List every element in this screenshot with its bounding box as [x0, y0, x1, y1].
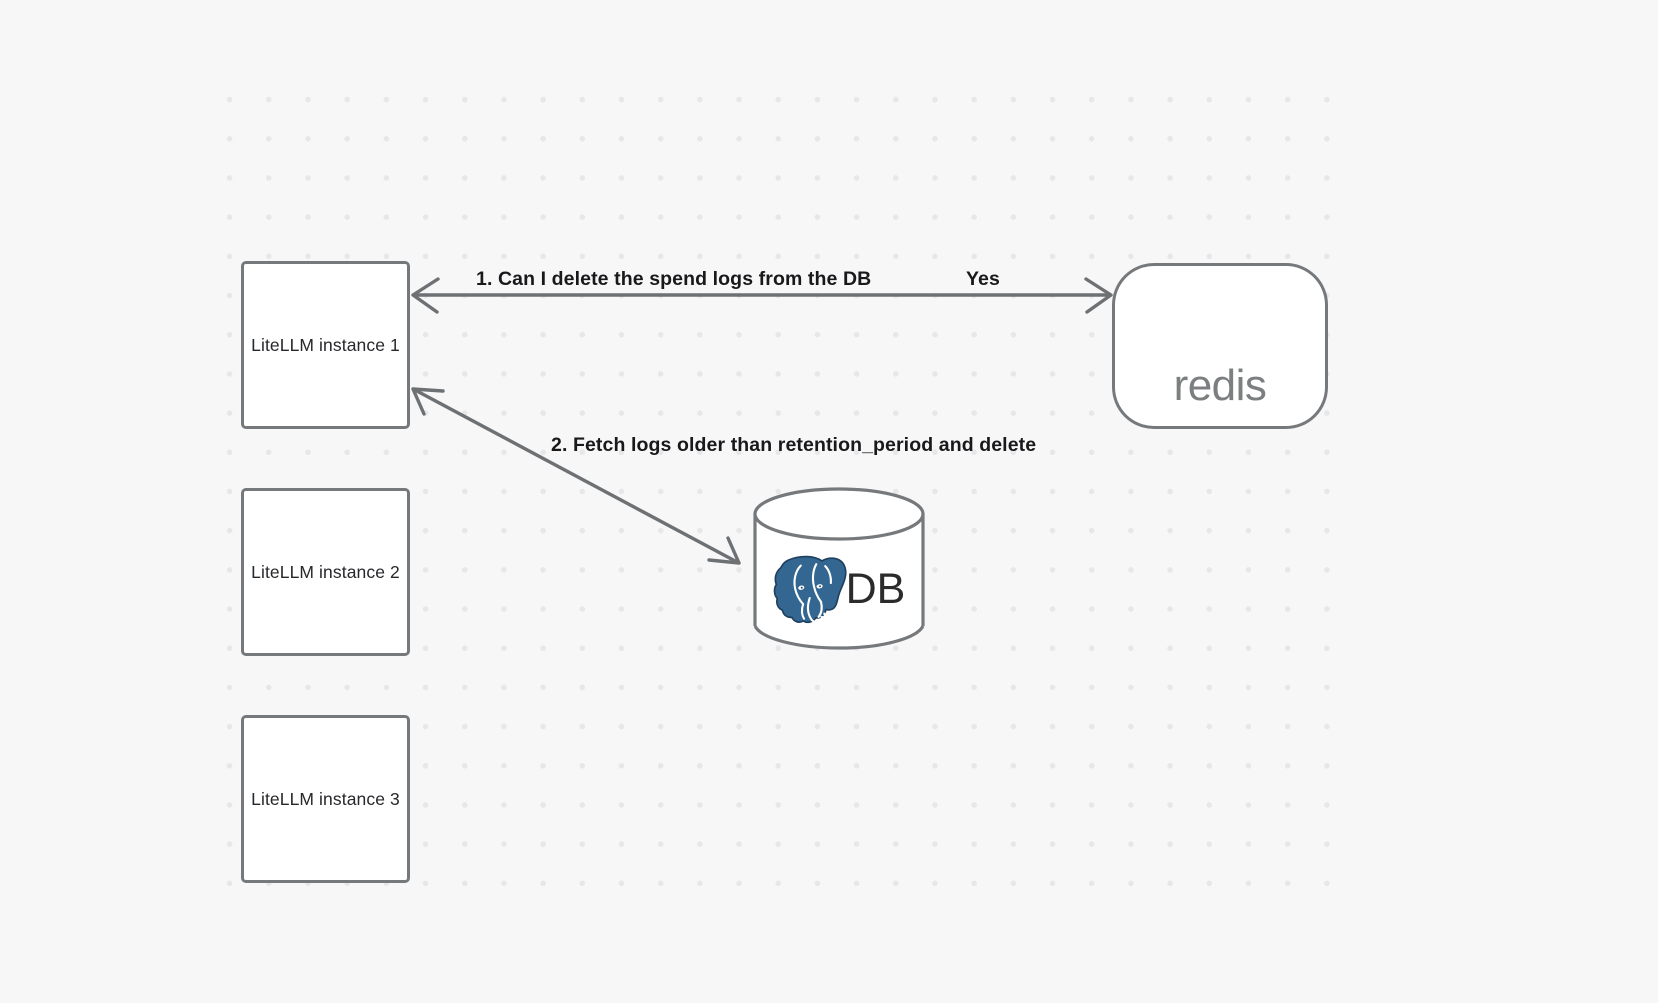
- node-litellm-instance-3[interactable]: LiteLLM instance 3: [241, 715, 410, 883]
- edge-1-arrowhead-right: [1084, 277, 1113, 314]
- node-litellm-instance-3-label: LiteLLM instance 3: [251, 788, 400, 809]
- postgresql-elephant-icon: [765, 550, 853, 630]
- edge-2-arrowhead-right: [707, 536, 741, 565]
- node-litellm-instance-1[interactable]: LiteLLM instance 1: [241, 261, 410, 429]
- edge-2-label: 2. Fetch logs older than retention_perio…: [551, 434, 1037, 456]
- redis-logo-group: redis: [1126, 280, 1314, 412]
- edge-2-arrowhead-left: [411, 387, 445, 416]
- node-litellm-instance-2[interactable]: LiteLLM instance 2: [241, 488, 410, 656]
- database-label-group: DB: [753, 545, 925, 633]
- node-redis[interactable]: [1112, 263, 1328, 429]
- redis-wordmark: redis: [1173, 360, 1267, 410]
- edge-1-reply-label: Yes: [966, 268, 1000, 290]
- edge-litellm1-database: [411, 387, 741, 565]
- database-label: DB: [845, 564, 906, 613]
- edge-1-arrowhead-left: [411, 277, 440, 314]
- node-litellm-instance-1-label: LiteLLM instance 1: [251, 334, 400, 355]
- edge-1-label: 1. Can I delete the spend logs from the …: [476, 268, 872, 290]
- node-litellm-instance-2-label: LiteLLM instance 2: [251, 561, 400, 582]
- edge-litellm1-redis: [411, 277, 1113, 314]
- edge-2-line: [414, 388, 738, 564]
